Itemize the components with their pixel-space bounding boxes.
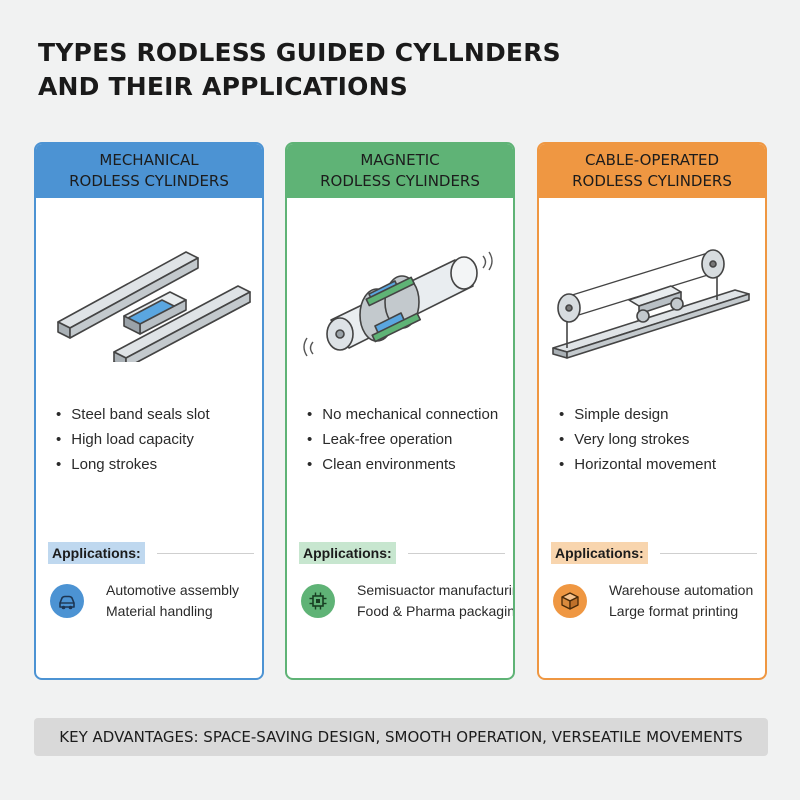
feature-item: Very long strokes	[559, 427, 716, 452]
page-title-line-2: AND THEIR APPLICATIONS	[38, 72, 408, 101]
divider	[156, 552, 254, 554]
application-item: Food & Pharma packaging	[357, 603, 515, 619]
application-item: Warehouse automation	[609, 582, 754, 598]
card-heading-line-1: MECHANICAL	[99, 151, 199, 169]
card-heading-line-2: RODLESS CYLINDERS	[572, 172, 732, 190]
card-heading: CABLE-OPERATED RODLESS CYLINDERS	[539, 144, 765, 198]
feature-item: Horizontal movement	[559, 452, 716, 477]
applications-label: Applications:	[48, 542, 145, 564]
card-heading-line-2: RODLESS CYLINDERS	[320, 172, 480, 190]
applications-header: Applications:	[299, 540, 505, 566]
applications-list: Semisuactor manufacturing Food & Pharma …	[357, 580, 515, 622]
divider	[407, 552, 505, 554]
applications-label: Applications:	[551, 542, 648, 564]
page-title: TYPES RODLESS GUIDED CYLLNDERS AND THEIR…	[38, 36, 758, 104]
feature-item: Clean environments	[307, 452, 498, 477]
applications-label: Applications:	[299, 542, 396, 564]
feature-item: Leak-free operation	[307, 427, 498, 452]
card-heading-line-1: MAGNETIC	[360, 151, 440, 169]
page-title-line-1: TYPES RODLESS GUIDED CYLLNDERS	[38, 38, 561, 67]
chip-icon	[301, 584, 335, 618]
application-item: Large format printing	[609, 603, 739, 619]
applications-list: Automotive assembly Material handling	[106, 580, 239, 622]
card-heading: MECHANICAL RODLESS CYLINDERS	[36, 144, 262, 198]
application-item: Material handling	[106, 603, 213, 619]
application-item: Automotive assembly	[106, 582, 240, 598]
feature-list: Simple design Very long strokes Horizont…	[559, 402, 716, 477]
card-heading: MAGNETIC RODLESS CYLINDERS	[287, 144, 513, 198]
feature-item: Steel band seals slot	[56, 402, 209, 427]
card-magnetic: MAGNETIC RODLESS CYLINDERS No mechanical…	[285, 142, 515, 680]
mechanical-cylinder-illustration	[57, 251, 251, 362]
feature-item: Long strokes	[56, 452, 210, 477]
card-cable-operated: CABLE-OPERATED RODLESS CYLINDERS	[537, 142, 767, 680]
cable-cylinder-illustration	[552, 249, 750, 359]
card-mechanical: MECHANICAL RODLESS CYLINDERS Steel band …	[34, 142, 264, 680]
application-item: Semisuactor manufacturing	[357, 582, 515, 598]
feature-list: Steel band seals slot High load capacity…	[56, 402, 210, 477]
feature-list: No mechanical connection Leak-free opera…	[307, 402, 498, 477]
applications-header: Applications:	[48, 540, 254, 566]
divider	[659, 552, 757, 554]
card-heading-line-2: RODLESS CYLINDERS	[69, 172, 229, 190]
feature-item: Simple design	[559, 402, 716, 427]
car-icon	[50, 584, 84, 618]
applications-list: Warehouse automation Large format printi…	[609, 580, 753, 622]
key-advantages-banner: KEY ADVANTAGES: SPACE-SAVING DESIGN, SMO…	[34, 718, 768, 756]
applications-header: Applications:	[551, 540, 757, 566]
feature-item: High load capacity	[56, 427, 210, 452]
box-icon	[553, 584, 587, 618]
magnetic-cylinder-illustration	[303, 251, 493, 357]
card-heading-line-1: CABLE-OPERATED	[584, 151, 720, 169]
feature-item: No mechanical connection	[307, 402, 498, 427]
key-advantages-text: KEY ADVANTAGES: SPACE-SAVING DESIGN, SMO…	[59, 728, 743, 746]
